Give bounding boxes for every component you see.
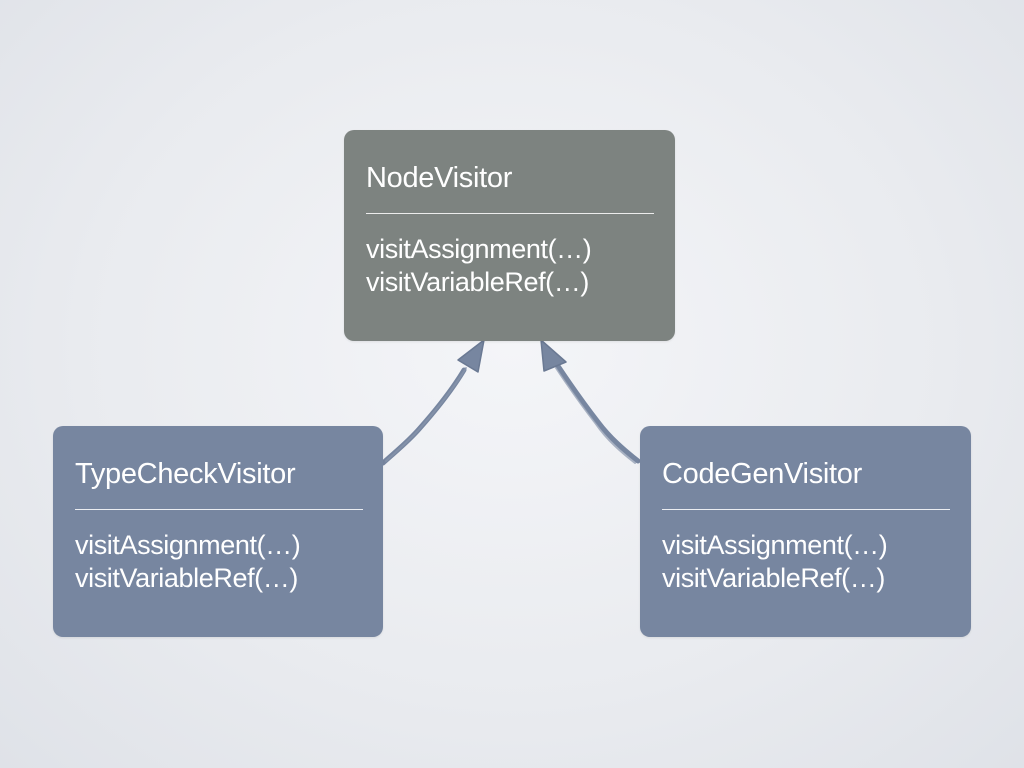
class-box-codegenvisitor: CodeGenVisitor visitAssignment(…) visitV… bbox=[640, 426, 971, 637]
class-name: TypeCheckVisitor bbox=[75, 458, 296, 490]
method-item: visitAssignment(…) bbox=[662, 530, 888, 560]
class-name: NodeVisitor bbox=[366, 162, 513, 194]
class-name: CodeGenVisitor bbox=[662, 458, 862, 490]
class-box-typecheckvisitor: TypeCheckVisitor visitAssignment(…) visi… bbox=[53, 426, 383, 637]
class-divider bbox=[662, 509, 950, 510]
method-item: visitVariableRef(…) bbox=[366, 267, 589, 297]
method-item: visitVariableRef(…) bbox=[662, 563, 885, 593]
class-box-nodevisitor: NodeVisitor visitAssignment(…) visitVari… bbox=[344, 130, 675, 341]
method-list: visitAssignment(…) visitVariableRef(…) bbox=[75, 529, 363, 595]
method-list: visitAssignment(…) visitVariableRef(…) bbox=[662, 529, 951, 595]
class-divider bbox=[75, 509, 363, 510]
class-divider bbox=[366, 213, 654, 214]
inheritance-arrow-right bbox=[540, 339, 641, 464]
inheritance-arrow-left bbox=[380, 339, 485, 466]
method-list: visitAssignment(…) visitVariableRef(…) bbox=[366, 233, 655, 299]
method-item: visitVariableRef(…) bbox=[75, 563, 298, 593]
method-item: visitAssignment(…) bbox=[366, 234, 592, 264]
method-item: visitAssignment(…) bbox=[75, 530, 301, 560]
